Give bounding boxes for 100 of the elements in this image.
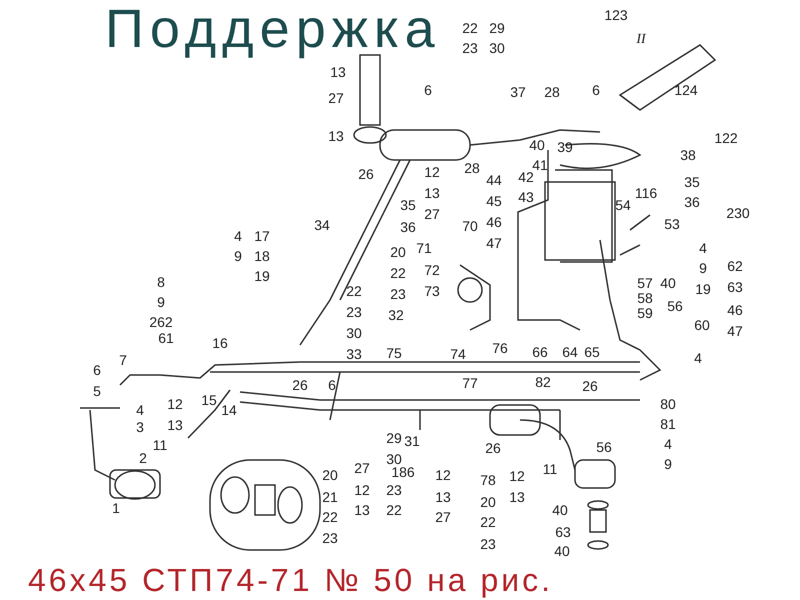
callout-number: 6 [93, 363, 101, 377]
callout-number: 6 [424, 83, 432, 97]
callout-number: 12 [354, 483, 370, 497]
callout-number: 13 [435, 490, 451, 504]
callout-number: 73 [424, 284, 440, 298]
callout-number: 22 [390, 266, 406, 280]
callout-number: 20 [480, 495, 496, 509]
callout-number: 46 [486, 215, 502, 229]
callout-number: 27 [435, 510, 451, 524]
callout-number: 47 [486, 236, 502, 250]
callout-number: 12 [509, 469, 525, 483]
callout-number: 12 [424, 165, 440, 179]
callout-number: 23 [386, 483, 402, 497]
callout-number: 33 [346, 347, 362, 361]
callout-number: 81 [660, 417, 676, 431]
callout-number: 47 [727, 324, 743, 338]
callout-number: 22 [480, 515, 496, 529]
callout-number: 9 [664, 457, 672, 471]
callout-number: 4 [699, 241, 707, 255]
callout-number: 78 [480, 473, 496, 487]
callout-number: 12 [167, 397, 183, 411]
callout-number: 31 [404, 434, 420, 448]
callout-number: 80 [660, 397, 676, 411]
callout-number: 41 [532, 158, 548, 172]
callout-number: 54 [615, 198, 631, 212]
callout-number: 63 [727, 280, 743, 294]
callout-number: 76 [492, 341, 508, 355]
callout-number: 70 [462, 219, 478, 233]
callout-number: 56 [596, 440, 612, 454]
callout-number: 23 [322, 531, 338, 545]
callout-number: 65 [584, 345, 600, 359]
callout-number: 42 [518, 170, 534, 184]
callout-number: 4 [136, 403, 144, 417]
callout-number: 9 [234, 249, 242, 263]
callout-number: 11 [542, 462, 558, 476]
callout-number: 26 [582, 379, 598, 393]
callout-number: 30 [489, 41, 505, 55]
callout-number: 4 [234, 229, 242, 243]
callout-number: 23 [462, 41, 478, 55]
callout-number: 13 [354, 503, 370, 517]
callout-number: 22 [386, 503, 402, 517]
callout-number: 82 [535, 375, 551, 389]
callout-number: 30 [346, 326, 362, 340]
callout-number: 35 [400, 198, 416, 212]
callout-number: 23 [390, 287, 406, 301]
callout-number: 19 [254, 269, 270, 283]
callout-number: 28 [544, 85, 560, 99]
callout-number: II [636, 33, 646, 47]
callout-number: 13 [330, 65, 346, 79]
callout-number: 44 [486, 173, 502, 187]
callout-number: 7 [119, 353, 127, 367]
callout-number: 23 [480, 537, 496, 551]
callout-number: 19 [695, 282, 711, 296]
callout-number: 9 [157, 295, 165, 309]
callout-number: 29 [489, 21, 505, 35]
callout-number: 4 [694, 351, 702, 365]
callout-number: 30 [386, 452, 402, 466]
title: Поддержка [105, 2, 441, 56]
callout-number: 26 [485, 441, 501, 455]
callout-number: 14 [221, 403, 237, 417]
callout-number: 36 [400, 220, 416, 234]
callout-number: 39 [557, 140, 573, 154]
callout-number: 22 [462, 21, 478, 35]
callout-number: 124 [674, 83, 698, 97]
callout-number: 13 [424, 186, 440, 200]
callout-number: 26 [358, 167, 374, 181]
callout-number: 2 [139, 451, 147, 465]
callout-number: 40 [554, 544, 570, 558]
callout-number: 9 [699, 261, 707, 275]
callout-number: 62 [727, 259, 743, 273]
callout-number: 20 [390, 245, 406, 259]
callout-number: 23 [346, 305, 362, 319]
callout-number: 57 [637, 276, 653, 290]
callout-number: 17 [254, 229, 270, 243]
callout-number: 66 [532, 345, 548, 359]
callout-number: 75 [386, 346, 402, 360]
callout-number: 18 [254, 249, 270, 263]
callout-number: 34 [314, 218, 330, 232]
callout-number: 21 [322, 490, 338, 504]
callout-number: 230 [726, 206, 750, 220]
callout-number: 46 [727, 303, 743, 317]
callout-number: 12 [435, 468, 451, 482]
callout-number: 45 [486, 194, 502, 208]
callout-number: 5 [93, 384, 101, 398]
callout-number: 36 [684, 195, 700, 209]
callout-number: 6 [328, 378, 336, 392]
callout-number: 186 [391, 465, 415, 479]
callout-number: 26 [292, 378, 308, 392]
callout-number: 29 [386, 431, 402, 445]
callout-number: 122 [714, 131, 738, 145]
caption: 46х45 СТП74-71 № 50 на рис. [28, 564, 554, 596]
callout-number: 59 [637, 306, 653, 320]
callout-number: 64 [562, 345, 578, 359]
callout-number: 74 [450, 347, 466, 361]
callout-number: 40 [660, 276, 676, 290]
callout-number: 56 [667, 299, 683, 313]
callout-number: 11 [152, 438, 168, 452]
callout-number: 27 [424, 207, 440, 221]
callout-number: 123 [604, 8, 628, 22]
callout-number: 38 [680, 148, 696, 162]
